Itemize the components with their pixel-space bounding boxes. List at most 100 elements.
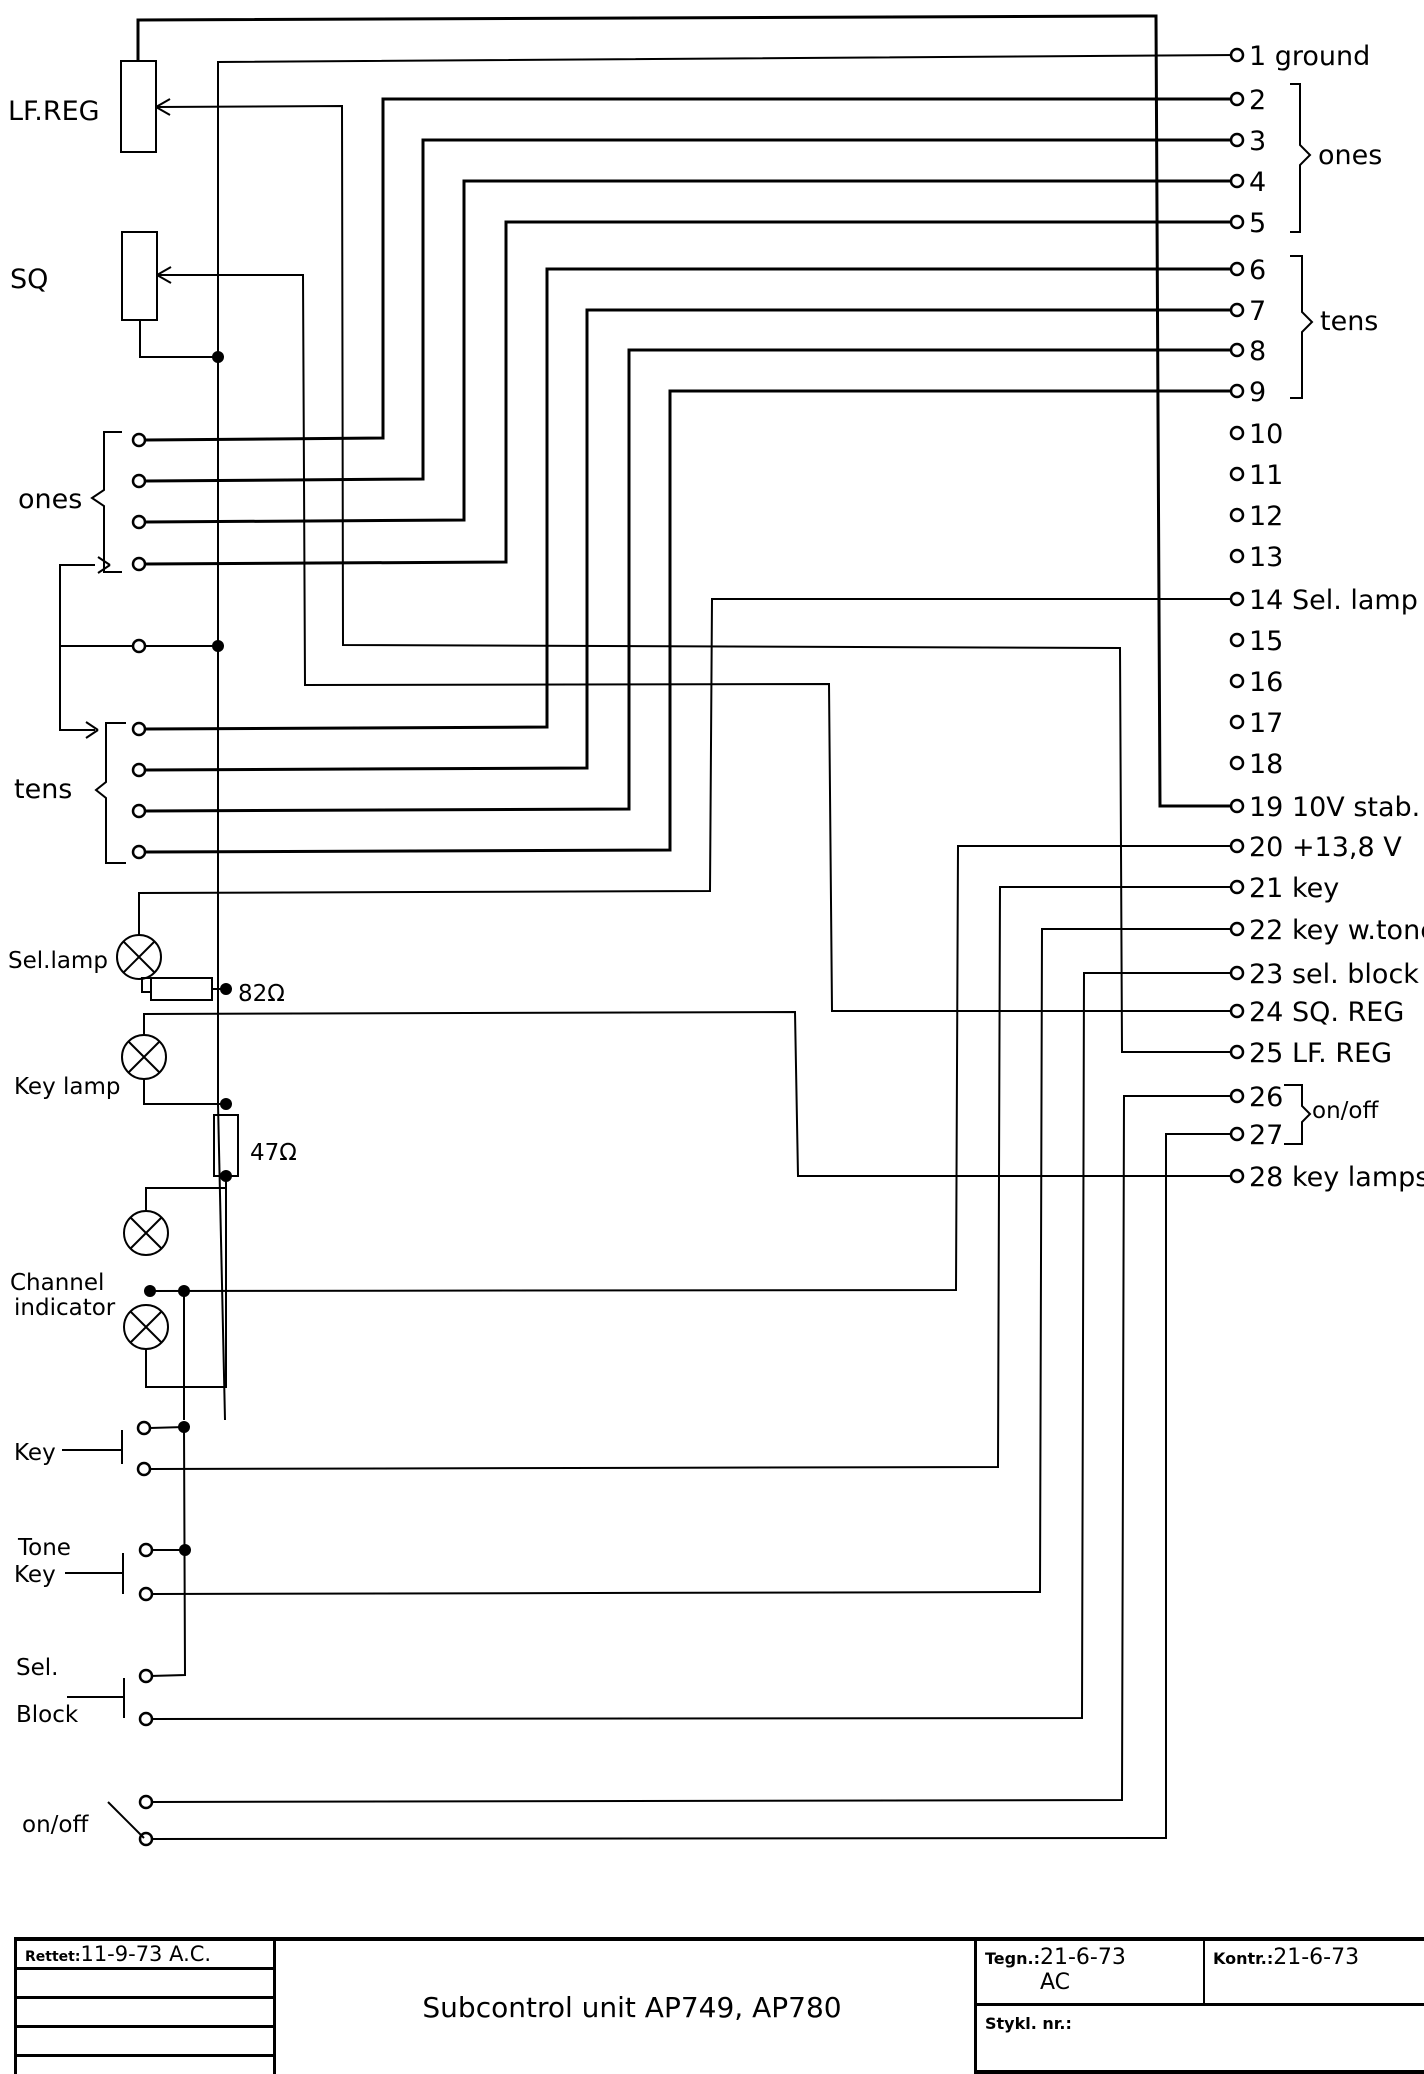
key-label: Key bbox=[14, 1440, 56, 1466]
wire-pin23-sel-block bbox=[151, 972, 1237, 1720]
tone-key-label-1: Tone bbox=[17, 1535, 71, 1561]
tens-bracket bbox=[94, 722, 126, 864]
resistor-47-label: 47Ω bbox=[250, 1140, 297, 1166]
pin-label: 13 bbox=[1249, 542, 1283, 573]
connector-pin-4: 4 bbox=[1229, 167, 1266, 198]
tegn-value: 21-6-73 bbox=[1039, 1945, 1126, 1970]
ones-pins-label: ones bbox=[1318, 140, 1382, 171]
connector-pin-18: 18 bbox=[1229, 749, 1283, 780]
tens-pins-bracket bbox=[1290, 255, 1314, 399]
pin-terminal-icon bbox=[1229, 1126, 1245, 1142]
lf-reg-label: LF.REG bbox=[8, 96, 100, 127]
pin-label: 3 bbox=[1249, 126, 1266, 157]
wire-pin27-on-off bbox=[151, 1133, 1237, 1840]
pin-terminal-icon bbox=[1229, 1168, 1245, 1184]
junction-dot bbox=[220, 1098, 232, 1110]
on-off-label: on/off bbox=[22, 1812, 89, 1838]
pin-label: 28 key lamps bbox=[1249, 1162, 1424, 1193]
sq-wiper-arrow-icon bbox=[156, 266, 172, 284]
tens-contact bbox=[131, 844, 147, 860]
wire-sq-ground bbox=[139, 320, 218, 358]
pin-label: 9 bbox=[1249, 377, 1266, 408]
connector-pin-17: 17 bbox=[1229, 708, 1283, 739]
pin-label: 25 LF. REG bbox=[1249, 1038, 1392, 1069]
pin-terminal-icon bbox=[1229, 1003, 1245, 1019]
pin-terminal-icon bbox=[1229, 342, 1245, 358]
pin-label: 20 +13,8 V bbox=[1249, 832, 1402, 863]
connector-pin-3: 3 bbox=[1229, 126, 1266, 157]
wires bbox=[59, 14, 1238, 1847]
kontr-cell: Kontr.:21-6-73 bbox=[1205, 1941, 1424, 2003]
wire-pin26-on-off bbox=[151, 1095, 1237, 1803]
pin-terminal-icon bbox=[1229, 965, 1245, 981]
pin-label: 2 bbox=[1249, 85, 1266, 116]
junction-dot bbox=[212, 640, 224, 652]
pin-terminal-icon bbox=[1229, 591, 1245, 607]
pin-label: 7 bbox=[1249, 296, 1266, 327]
wire-pin25-lf-reg bbox=[155, 104, 1237, 1053]
junction-dot bbox=[212, 351, 224, 363]
wire-ones-4 bbox=[144, 220, 1237, 566]
wire-key-lamp-ground bbox=[143, 1079, 225, 1105]
wire-ones-1 bbox=[144, 97, 1237, 442]
sel-block-label-1: Sel. bbox=[16, 1655, 58, 1681]
pin-label: 18 bbox=[1249, 749, 1283, 780]
pin-terminal-icon bbox=[1229, 548, 1245, 564]
channel-indicator-label-1: Channel bbox=[10, 1270, 104, 1296]
tens-contact bbox=[131, 762, 147, 778]
stykl-label: Stykl. nr.: bbox=[985, 2014, 1072, 2033]
connector-pin-7: 7 bbox=[1229, 296, 1266, 327]
drawing-title: Subcontrol unit AP749, AP780 bbox=[422, 1991, 842, 2024]
ones-contact bbox=[131, 473, 147, 489]
junction-dot bbox=[220, 983, 232, 995]
pin-terminal-icon bbox=[1229, 302, 1245, 318]
pin-terminal-icon bbox=[1229, 91, 1245, 107]
pin-label: 11 bbox=[1249, 460, 1283, 491]
ones-arrow-icon bbox=[97, 556, 111, 574]
connector-pin-1: 1 ground bbox=[1229, 41, 1370, 72]
pin-terminal-icon bbox=[1229, 1088, 1245, 1104]
tegn-initials: AC bbox=[1039, 1970, 1071, 1995]
pin-label: 22 key w.tone bbox=[1249, 915, 1424, 946]
sq-label: SQ bbox=[10, 264, 48, 295]
connector-pin-19: 19 10V stab. bbox=[1229, 792, 1420, 823]
sel-lamp bbox=[116, 934, 213, 1001]
pin-label: 17 bbox=[1249, 708, 1283, 739]
pin-terminal-icon bbox=[1229, 383, 1245, 399]
pin-terminal-icon bbox=[1229, 466, 1245, 482]
common-contact bbox=[131, 638, 147, 654]
pin-terminal-icon bbox=[1229, 1044, 1245, 1060]
tegn-label: Tegn.: bbox=[985, 1949, 1040, 1968]
approval-block: Tegn.:21-6-73 AC Kontr.:21-6-73 Stykl. n… bbox=[974, 1941, 1424, 2074]
ones-contact bbox=[131, 556, 147, 572]
connector-pin-20: 20 +13,8 V bbox=[1229, 832, 1402, 863]
tone-key-switch-actuator bbox=[65, 1553, 124, 1594]
connector-pin-16: 16 bbox=[1229, 667, 1283, 698]
ones-pins-bracket bbox=[1290, 83, 1312, 233]
wire-ones-3 bbox=[144, 179, 1237, 524]
switch-contact bbox=[138, 1586, 154, 1602]
tens-arrow-icon bbox=[85, 721, 99, 739]
wire-channel-bottom bbox=[145, 1176, 227, 1388]
wire-tens-4 bbox=[144, 389, 1237, 854]
pin-terminal-icon bbox=[1229, 838, 1245, 854]
ones-label: ones bbox=[18, 484, 82, 515]
connector-pin-23: 23 sel. block bbox=[1229, 959, 1419, 990]
tens-label: tens bbox=[14, 774, 72, 805]
pin-terminal-icon bbox=[1229, 425, 1245, 441]
resistor-82-label: 82Ω bbox=[238, 981, 285, 1007]
channel-indicator-label-2: indicator bbox=[14, 1295, 116, 1321]
connector-pin-12: 12 bbox=[1229, 501, 1283, 532]
connector-pin-27: 27 bbox=[1229, 1120, 1283, 1151]
tone-key-label-2: Key bbox=[14, 1562, 56, 1588]
pin-label: 21 key bbox=[1249, 873, 1339, 904]
revision-table: Rettet:11-9-73 A.C. bbox=[14, 1941, 276, 2074]
junction-dot bbox=[178, 1285, 190, 1297]
sel-lamp-label: Sel.lamp bbox=[8, 948, 108, 974]
sel-block-switch-actuator bbox=[67, 1678, 125, 1718]
title-block: Rettet:11-9-73 A.C. Subcontrol unit AP74… bbox=[14, 1937, 1424, 2074]
wire-tens-3 bbox=[144, 348, 1237, 813]
kontr-label: Kontr.: bbox=[1213, 1949, 1274, 1968]
